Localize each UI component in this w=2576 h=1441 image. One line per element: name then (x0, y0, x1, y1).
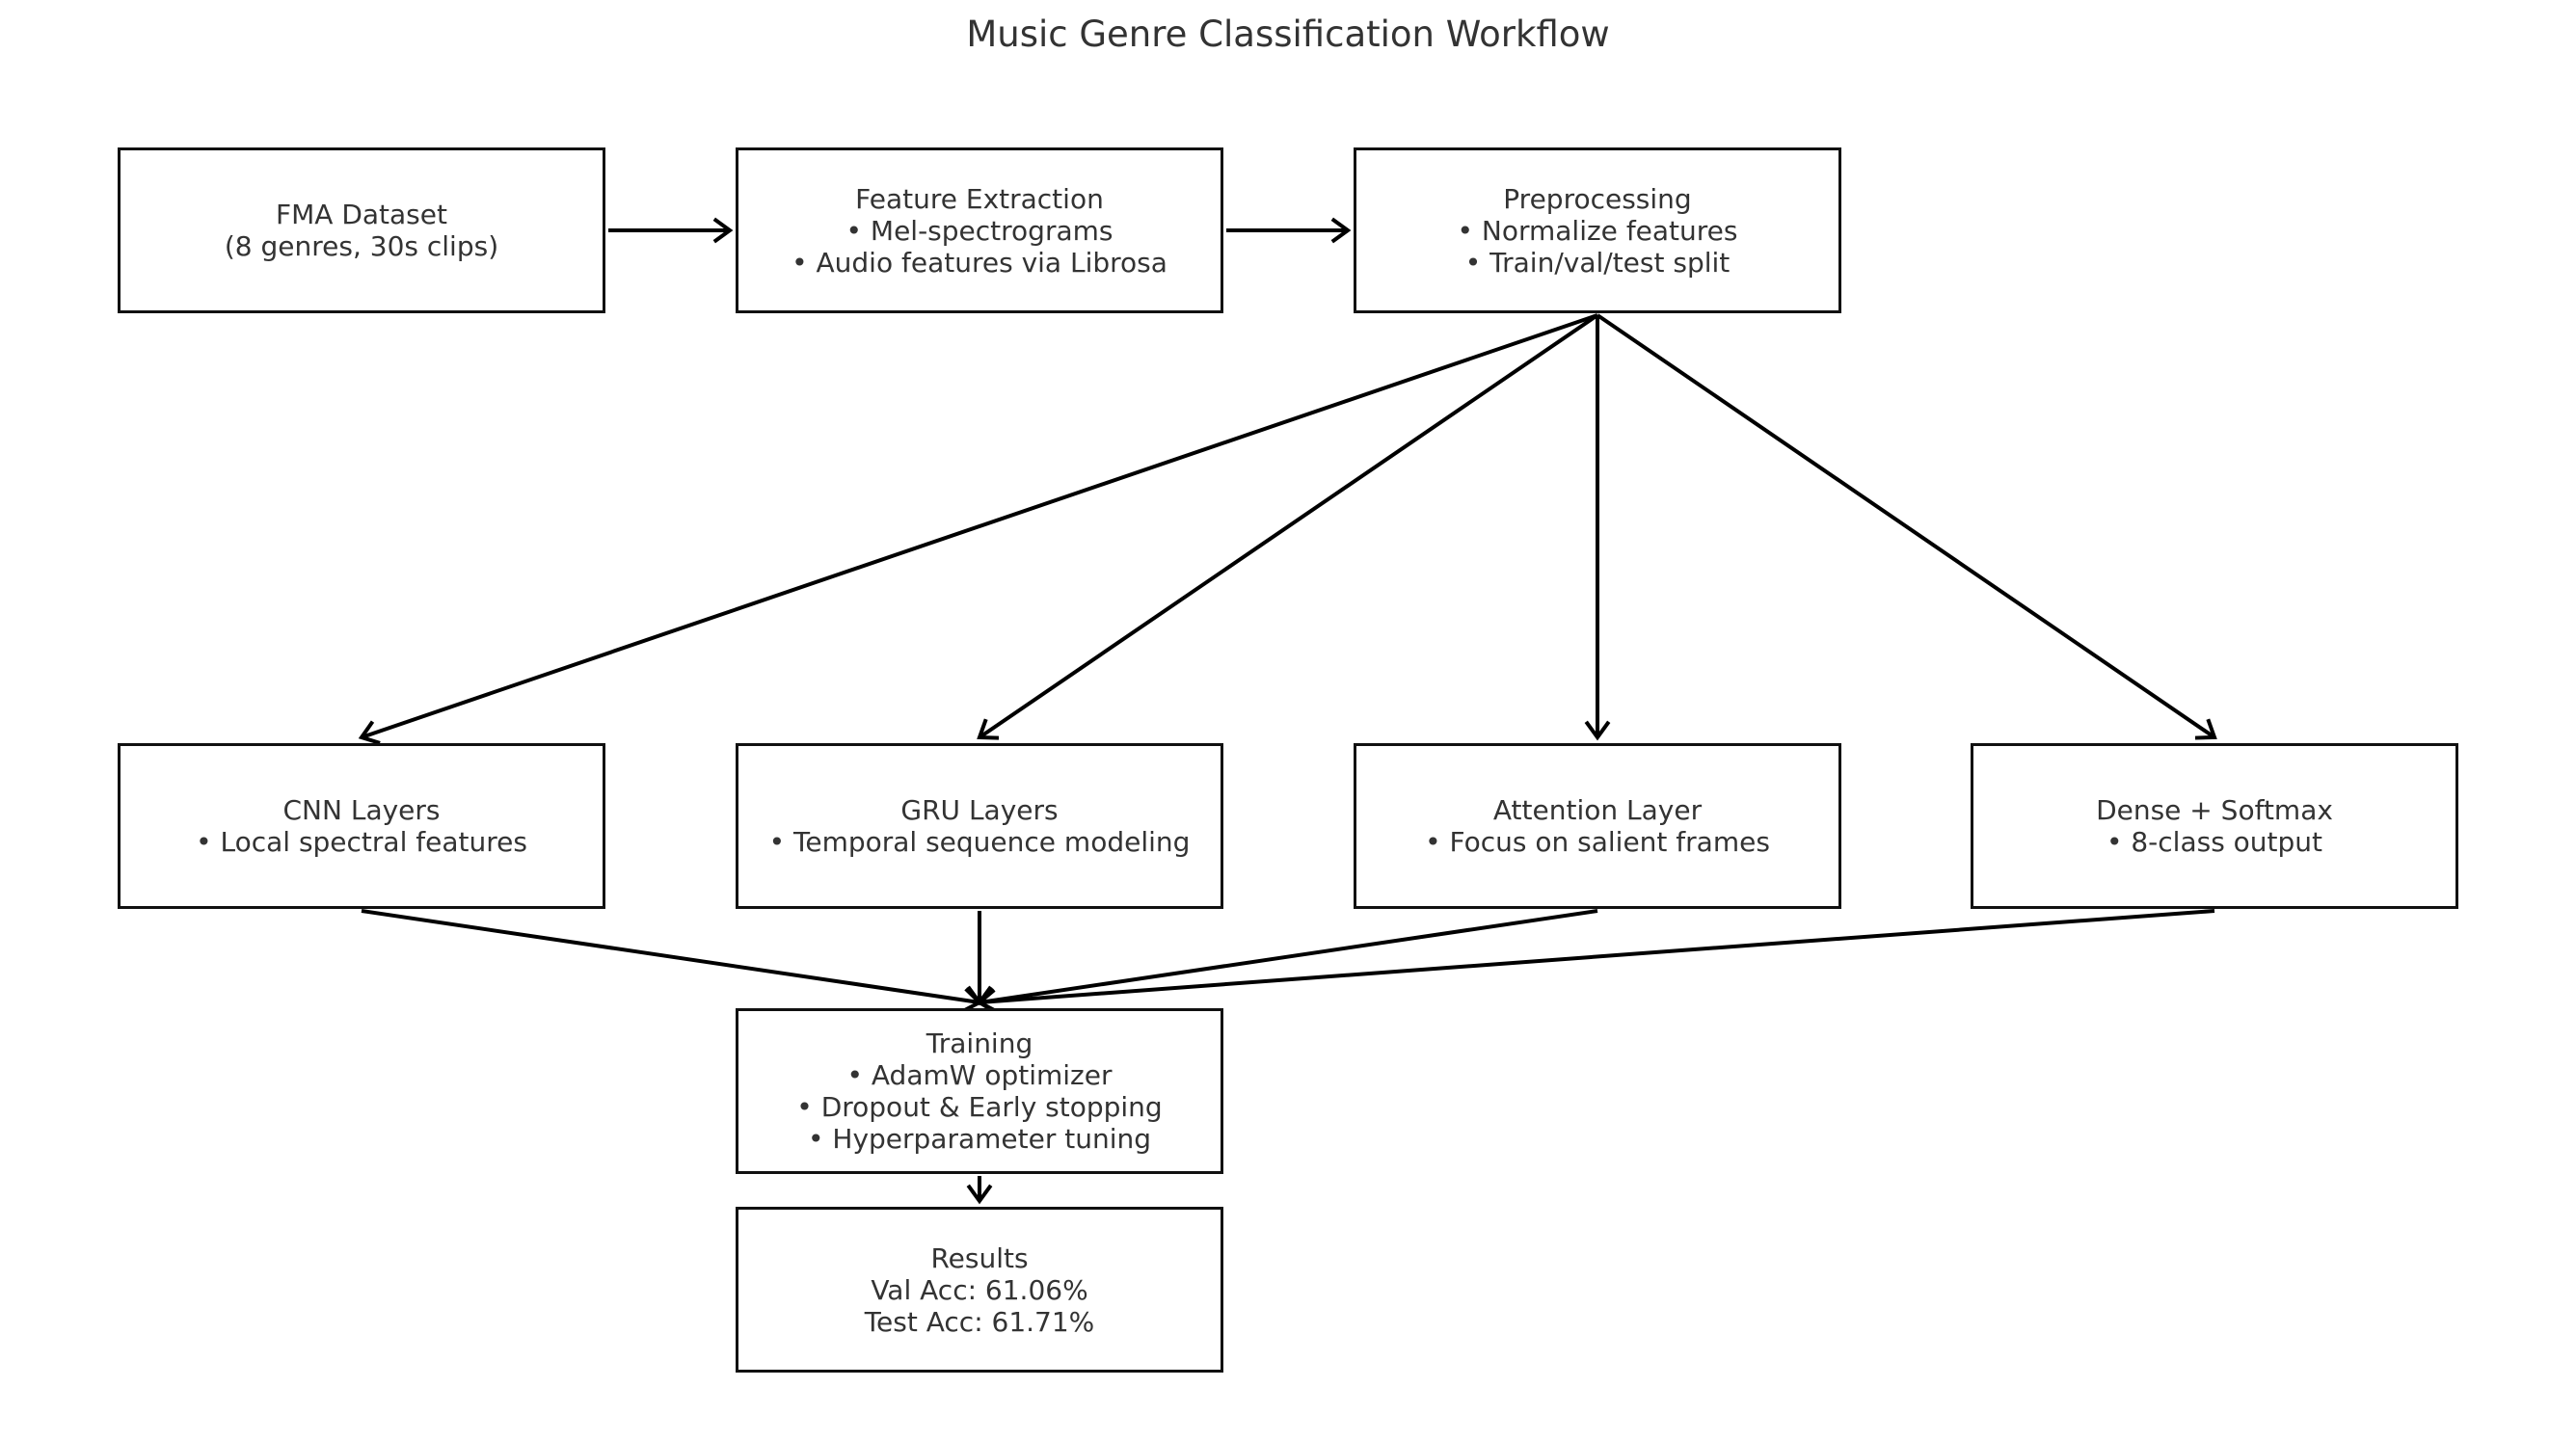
edge-gru-layers-to-training (966, 911, 993, 1006)
node-dense-softmax-text: Dense + Softmax • 8-class output (2096, 794, 2333, 858)
node-dense-softmax: Dense + Softmax • 8-class output (1971, 743, 2458, 909)
edge-preprocessing-to-attention-layer (1584, 315, 1611, 741)
node-fma-dataset-title: FMA Dataset (276, 199, 447, 230)
node-cnn-layers-text: CNN Layers • Local spectral features (196, 794, 527, 858)
node-dense-softmax-title: Dense + Softmax (2096, 794, 2333, 826)
edge-fma-dataset-to-feature-extraction (608, 217, 734, 244)
node-preprocessing-text: Preprocessing • Normalize features • Tra… (1457, 183, 1737, 279)
node-attention-layer-title: Attention Layer (1492, 794, 1703, 826)
node-cnn-layers-item: • Local spectral features (196, 826, 527, 858)
edge-preprocessing-to-gru-layers (977, 313, 1599, 740)
node-training-title: Training (926, 1027, 1033, 1059)
edge-fma-dataset-to-feature-extraction-arrowhead (712, 217, 734, 244)
node-preprocessing: Preprocessing • Normalize features • Tra… (1354, 147, 1841, 313)
edge-training-to-results (966, 1176, 993, 1205)
node-fma-dataset-text: FMA Dataset (8 genres, 30s clips) (225, 199, 498, 262)
edge-cnn-layers-to-training-line (361, 909, 980, 1004)
node-training: Training • AdamW optimizer • Dropout & E… (736, 1008, 1223, 1174)
node-feature-extraction-title: Feature Extraction (855, 182, 1104, 215)
edge-preprocessing-to-dense-softmax-line (1596, 313, 2216, 739)
edge-preprocessing-to-cnn-layers-line (361, 313, 1598, 739)
edge-preprocessing-to-cnn-layers (358, 313, 1598, 745)
node-results-val-acc: Val Acc: 61.06% (871, 1273, 1088, 1306)
node-cnn-layers: CNN Layers • Local spectral features (118, 743, 605, 909)
node-preprocessing-item: • Normalize features (1457, 214, 1738, 247)
edge-preprocessing-to-dense-softmax-arrowhead (2194, 718, 2217, 740)
node-preprocessing-title: Preprocessing (1503, 182, 1692, 215)
node-cnn-layers-title: CNN Layers (282, 794, 441, 826)
node-feature-extraction-item: • Mel-spectrograms (845, 214, 1114, 247)
edge-dense-softmax-to-training-line (979, 909, 2215, 1004)
node-attention-layer-text: Attention Layer • Focus on salient frame… (1425, 794, 1770, 858)
node-dense-softmax-item: • 8-class output (2106, 826, 2323, 858)
edge-preprocessing-to-dense-softmax (1596, 313, 2217, 740)
node-gru-layers: GRU Layers • Temporal sequence modeling (736, 743, 1223, 909)
node-feature-extraction-item: • Audio features via Librosa (792, 246, 1167, 279)
node-results-test-acc: Test Acc: 61.71% (864, 1305, 1095, 1338)
edge-preprocessing-to-gru-layers-arrowhead (977, 718, 1000, 740)
node-results-text: Results Val Acc: 61.06% Test Acc: 61.71% (865, 1242, 1095, 1338)
edge-cnn-layers-to-training (361, 909, 983, 1014)
node-gru-layers-text: GRU Layers • Temporal sequence modeling (769, 794, 1191, 858)
edge-training-to-results-arrowhead (966, 1184, 993, 1205)
node-results-title: Results (930, 1241, 1029, 1274)
edge-feature-extraction-to-preprocessing (1226, 217, 1352, 244)
node-training-item: • Hyperparameter tuning (807, 1123, 1152, 1155)
node-attention-layer-item: • Focus on salient frames (1425, 826, 1770, 858)
node-training-text: Training • AdamW optimizer • Dropout & E… (796, 1027, 1162, 1155)
edge-preprocessing-to-cnn-layers-arrowhead (358, 720, 381, 745)
diagram-title: Music Genre Classification Workflow (966, 13, 1610, 55)
node-preprocessing-item: • Train/val/test split (1464, 246, 1731, 279)
node-results: Results Val Acc: 61.06% Test Acc: 61.71% (736, 1207, 1223, 1373)
edge-attention-layer-to-training-line (979, 909, 1598, 1004)
node-training-item: • AdamW optimizer (846, 1059, 1113, 1091)
edge-feature-extraction-to-preprocessing-arrowhead (1330, 217, 1352, 244)
node-feature-extraction: Feature Extraction • Mel-spectrograms • … (736, 147, 1223, 313)
node-training-item: • Dropout & Early stopping (796, 1091, 1163, 1123)
edge-preprocessing-to-gru-layers-line (978, 313, 1599, 739)
node-attention-layer: Attention Layer • Focus on salient frame… (1354, 743, 1841, 909)
node-gru-layers-title: GRU Layers (900, 794, 1059, 826)
node-gru-layers-item: • Temporal sequence modeling (768, 826, 1191, 858)
node-feature-extraction-text: Feature Extraction • Mel-spectrograms • … (792, 183, 1167, 279)
edge-dense-softmax-to-training (976, 909, 2215, 1015)
edge-preprocessing-to-attention-layer-arrowhead (1584, 720, 1611, 741)
node-fma-dataset: FMA Dataset (8 genres, 30s clips) (118, 147, 605, 313)
node-fma-dataset-detail: (8 genres, 30s clips) (224, 230, 499, 262)
